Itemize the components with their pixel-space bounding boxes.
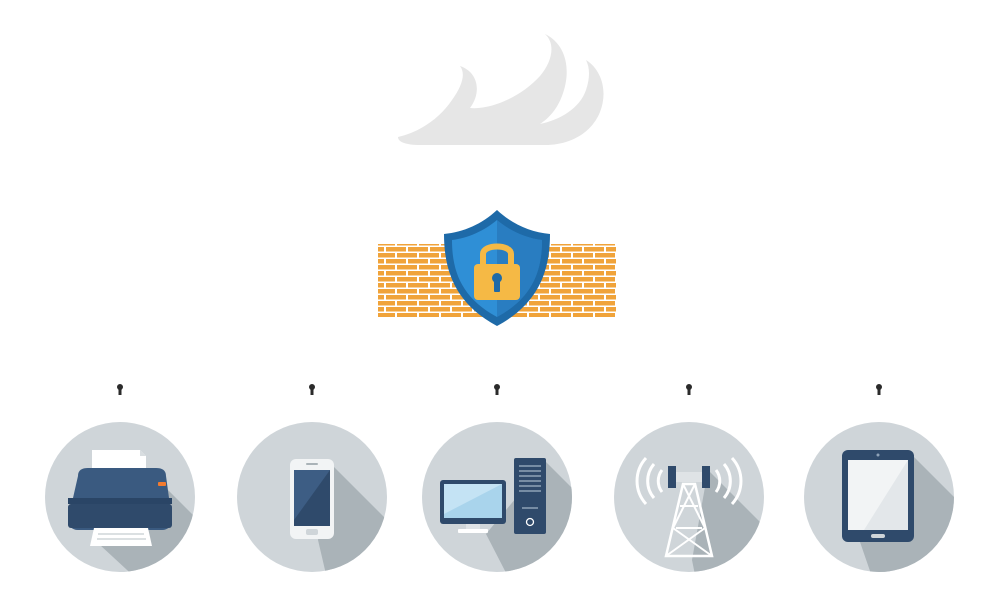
smartphone-device[interactable] — [237, 422, 420, 591]
desktop-device[interactable] — [422, 422, 640, 591]
padlock-icon — [474, 243, 520, 300]
firewall — [378, 210, 616, 326]
keyhole-icon — [309, 384, 315, 395]
tablet-icon — [842, 450, 914, 542]
keyhole-icon — [876, 384, 882, 395]
tablet-device[interactable] — [804, 422, 1000, 591]
cell-tower-device[interactable] — [614, 422, 800, 591]
keyhole-icon — [686, 384, 692, 395]
smartphone-icon — [290, 459, 334, 539]
printer-device[interactable] — [45, 422, 260, 582]
desktop-computer-icon — [440, 458, 546, 534]
printer-icon — [68, 450, 172, 546]
keyhole-icon — [117, 384, 123, 395]
cell-tower-icon — [635, 456, 743, 558]
cloud-icon — [398, 34, 604, 145]
keyhole-icon — [494, 384, 500, 395]
